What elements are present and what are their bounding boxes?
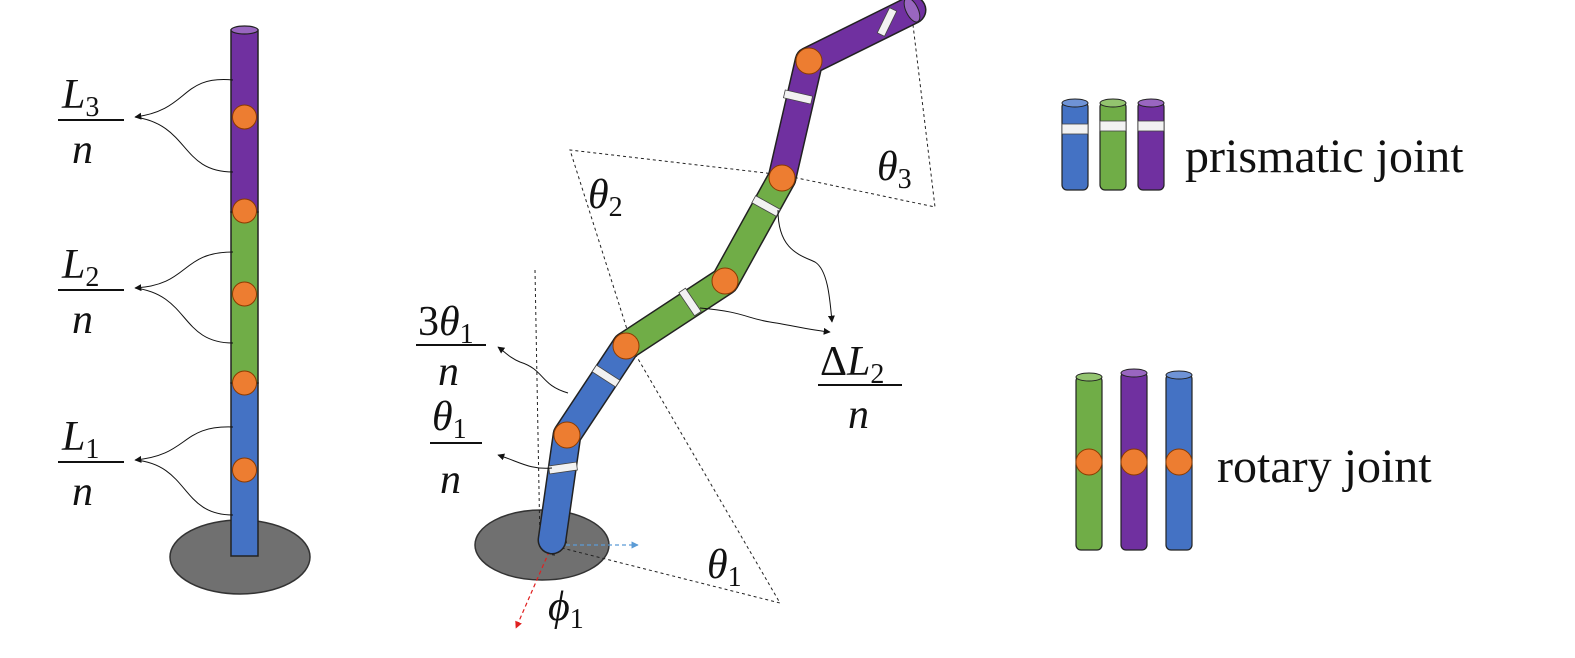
svg-text:n: n: [848, 392, 869, 438]
brace-curve: [134, 287, 234, 344]
svg-text:n: n: [72, 469, 93, 515]
legend-rotary: rotary joint: [1075, 368, 1432, 551]
svg-text:L3: L3: [61, 72, 99, 123]
brace-curve: [134, 116, 234, 173]
bent-robot: 3θ1 n θ1 n ΔL2 n θ1 θ2 θ3 ϕ1: [416, 0, 936, 635]
legend-rotary-label: rotary joint: [1217, 440, 1432, 493]
svg-text:ΔL2: ΔL2: [820, 339, 884, 390]
label-theta3: θ3: [877, 144, 912, 195]
y-axis-arrow: [515, 544, 553, 629]
svg-text:n: n: [438, 349, 459, 395]
label-theta1: θ1: [707, 542, 742, 593]
svg-text:θ1: θ1: [432, 394, 467, 445]
brace-curve: [134, 79, 234, 120]
callout-curve: [497, 453, 553, 469]
prismatic-slider: [876, 7, 898, 37]
svg-text:L1: L1: [61, 414, 99, 465]
rotary-joint: [768, 164, 796, 192]
prismatic-slider: [782, 89, 814, 105]
legend-prismatic-label: prismatic joint: [1185, 130, 1464, 183]
prismatic-slider: [591, 364, 621, 388]
label-3theta1-over-n: 3θ1 n: [416, 299, 486, 395]
rotary-joint: [232, 281, 257, 307]
vertical-reference-line: [534, 269, 541, 546]
straight-robot: L3 n L2 n L1 n: [58, 25, 311, 595]
label-theta1-over-n: θ1 n: [430, 394, 482, 503]
svg-text:n: n: [440, 457, 461, 503]
prismatic-slider: [548, 461, 578, 475]
callout-curve: [699, 307, 831, 335]
svg-text:3θ1: 3θ1: [418, 299, 474, 350]
label-L2-over-n: L2 n: [58, 242, 124, 343]
rotary-joint: [612, 332, 640, 360]
theta2-triangle: [569, 149, 784, 346]
svg-text:n: n: [72, 127, 93, 173]
brace-curve: [134, 251, 234, 292]
callout-curve: [777, 209, 835, 323]
callout-curve: [497, 346, 569, 394]
label-deltaL2-over-n: ΔL2 n: [818, 339, 902, 438]
label-phi1: ϕ1: [548, 584, 584, 635]
rotary-joint: [232, 198, 257, 224]
rotary-joint: [232, 104, 257, 130]
rotary-joint: [711, 267, 739, 295]
label-L1-over-n: L1 n: [58, 414, 124, 515]
top-cap: [903, 0, 921, 23]
prismatic-slider: [678, 287, 702, 317]
rotary-joint: [232, 370, 257, 396]
rotary-joint: [553, 421, 581, 449]
rotary-joint: [232, 457, 257, 483]
svg-text:n: n: [72, 297, 93, 343]
rotary-joint: [795, 47, 823, 75]
theta1-triangle: [549, 344, 782, 604]
label-theta2: θ2: [588, 172, 623, 223]
theta3-triangle: [782, 24, 936, 208]
legend-prismatic: prismatic joint: [1061, 98, 1464, 191]
top-cap: [230, 25, 259, 35]
label-L3-over-n: L3 n: [58, 72, 124, 173]
brace-curve: [134, 459, 234, 516]
brace-curve: [134, 426, 234, 463]
svg-text:L2: L2: [61, 242, 99, 293]
